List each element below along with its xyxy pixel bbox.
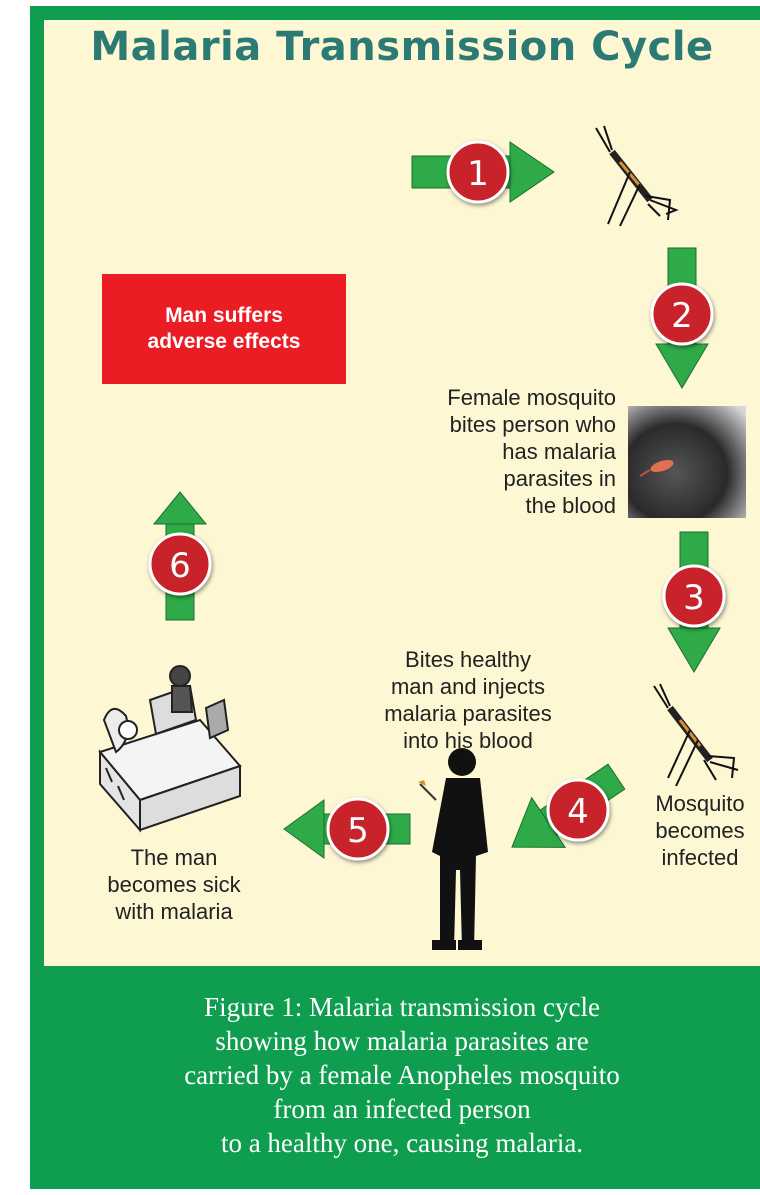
man-silhouette-icon xyxy=(418,748,488,950)
step-badge-3: 3 xyxy=(664,566,724,626)
infected-mosquito-icon xyxy=(654,684,738,786)
svg-text:6: 6 xyxy=(169,546,191,586)
svg-text:4: 4 xyxy=(567,792,589,832)
mosquito-bite-photo xyxy=(628,406,746,518)
svg-text:1: 1 xyxy=(467,154,489,194)
svg-text:3: 3 xyxy=(683,578,705,618)
step-badge-2: 2 xyxy=(652,284,712,344)
sick-bed-icon xyxy=(100,666,240,830)
step-badge-6: 6 xyxy=(150,534,210,594)
mosquito-icon xyxy=(596,126,676,226)
svg-text:2: 2 xyxy=(671,296,693,336)
step-badge-5: 5 xyxy=(328,799,388,859)
svg-text:5: 5 xyxy=(347,811,369,851)
step-badge-4: 4 xyxy=(548,780,608,840)
step-badge-1: 1 xyxy=(448,142,508,202)
